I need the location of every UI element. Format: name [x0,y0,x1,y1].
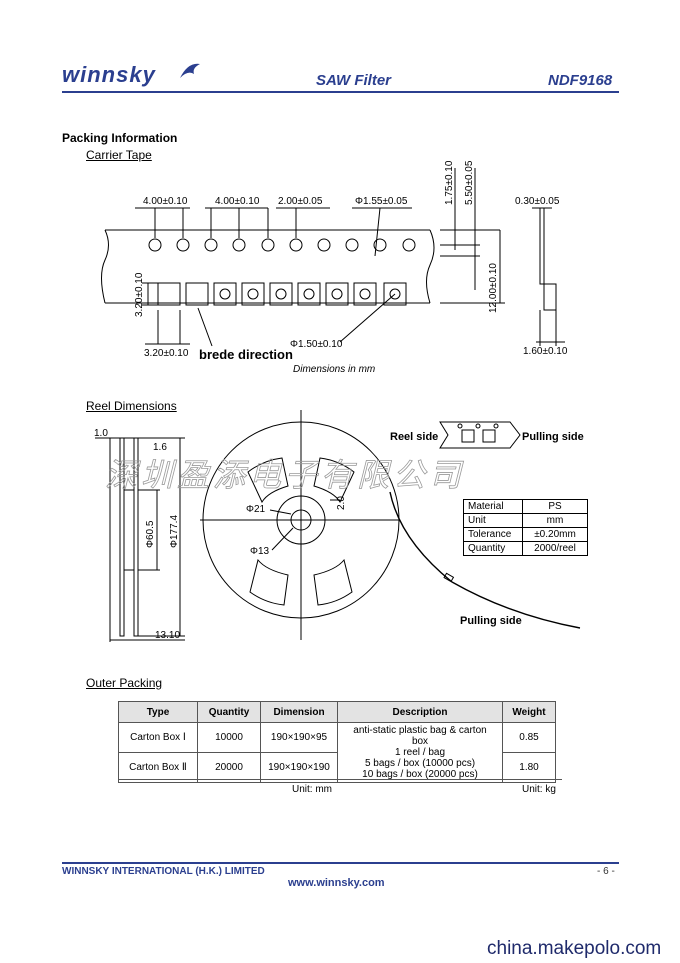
direction-label: brede direction [199,347,293,362]
table-bottom-rule [118,779,562,780]
site-watermark: china.makepolo.com [487,938,662,959]
watermark: 深圳盈添电子有限公司 [105,457,465,493]
dim-flange: 1.0 [94,428,108,439]
reel-diagram: 1.0 1.6 Φ60.5 Φ177.4 13.10 Φ21 Φ13 2.0 R… [94,410,584,642]
dim-thickness: 0.30±0.05 [515,196,560,207]
description-cell: anti-static plastic bag & carton box 1 r… [337,722,503,783]
unit-left: Unit: mm [292,784,332,795]
outer-packing-title: Outer Packing [86,676,163,690]
col-type: Type [118,701,198,723]
footer-url: www.winnsky.com [288,877,385,889]
col-description: Description [337,701,503,723]
dim-hole-pitch-b: 4.00±0.10 [215,196,260,207]
page-number: - 6 - [597,866,615,877]
col-quantity: Quantity [197,701,261,723]
col-dimension: Dimension [260,701,338,723]
dim-key: 2.0 [336,496,347,510]
pulling-side-top-label: Pulling side [522,431,584,443]
header-rule [62,91,619,93]
pulling-side-bottom-label: Pulling side [460,615,522,627]
spec-row: Tolerance±0.20mm [463,527,588,542]
units-note: Dimensions in mm [293,364,375,375]
dim-width: 12.00±0.10 [488,263,499,313]
carrier-tape-title: Carrier Tape [86,148,152,162]
table-row: Carton Box Ⅰ 10000 190×190×95 anti-stati… [118,722,556,783]
dim-hole-dia: Φ1.55±0.05 [355,196,408,207]
dim-hole-pitch-a: 4.00±0.10 [143,196,188,207]
dim-pocket-w: 3.20±0.10 [144,348,189,359]
dim-edge: 1.75±0.10 [444,160,455,205]
dim-hub-dia: Φ60.5 [145,520,156,548]
unit-right: Unit: kg [522,784,556,795]
col-weight: Weight [502,701,556,723]
reel-title: Reel Dimensions [86,399,177,413]
sprocket-holes [148,238,416,252]
header-part-number: NDF9168 [548,72,613,89]
dim-pocket-h: 3.20±0.10 [134,272,145,317]
dim-offset: 2.00±0.05 [278,196,323,207]
dim-depth: 1.60±0.10 [523,346,568,357]
reel-side-label: Reel side [390,431,438,443]
footer-rule [62,862,619,864]
outer-packing-table: Type Quantity Dimension Description Weig… [118,701,556,783]
carrier-tape-diagram: 4.00±0.10 4.00±0.10 2.00±0.05 Φ1.55±0.05… [101,160,568,375]
company-logo: winnsky [62,62,156,87]
bird-logo-icon [180,63,200,78]
dim-reel-dia: Φ177.4 [169,515,180,548]
section-title: Packing Information [62,131,178,145]
footer-company: WINNSKY INTERNATIONAL (H.K.) LIMITED [62,866,265,877]
table-header-row: Type Quantity Dimension Description Weig… [118,701,556,723]
dim-center: 5.50±0.05 [464,160,475,205]
dim-d21: Φ21 [246,504,266,515]
table-row: Carton Box Ⅱ 20000 190×190×190 1.80 [118,752,556,783]
dim-pocket-hole: Φ1.50±0.10 [290,339,343,350]
dim-hub-width: 1.6 [153,442,167,453]
header-product: SAW Filter [316,72,392,89]
dim-reel-width: 13.10 [155,630,180,641]
dim-d13: Φ13 [250,546,270,557]
